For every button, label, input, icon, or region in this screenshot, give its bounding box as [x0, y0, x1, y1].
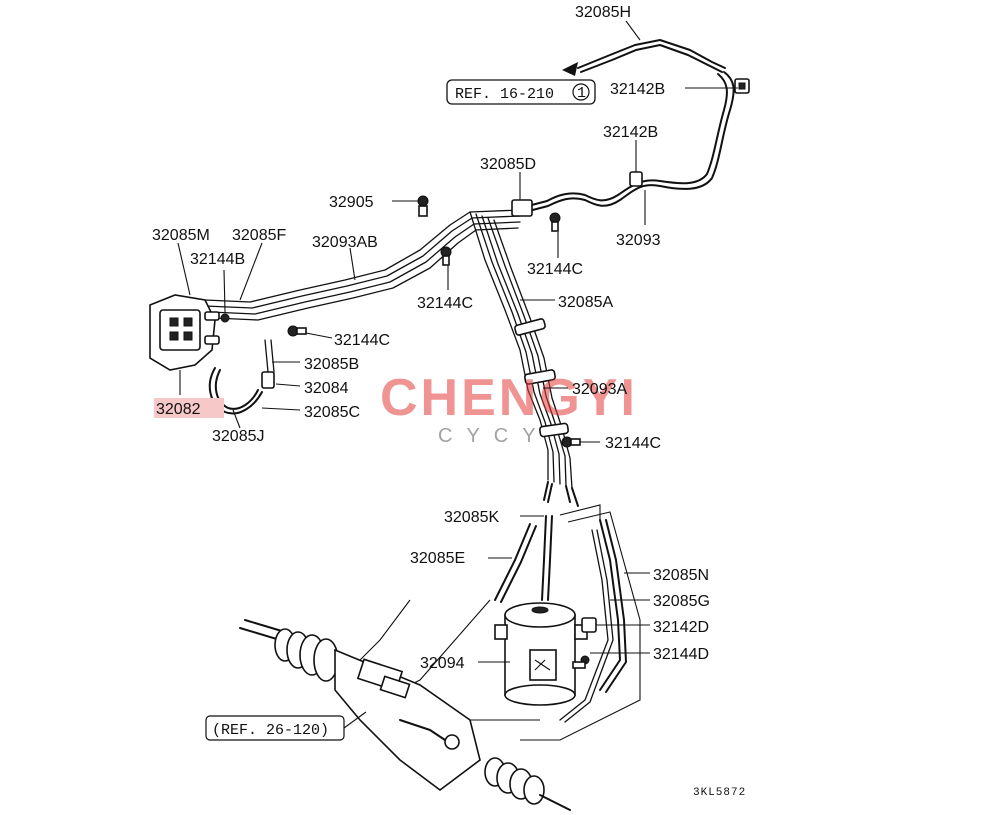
fitting-32084: [261, 371, 275, 389]
label-32905: 32905: [329, 194, 374, 211]
label-32093A: 32093A: [572, 381, 627, 398]
label-32085M: 32085M: [152, 227, 210, 244]
pipe-32085B: [264, 339, 275, 373]
hose-32085J: [208, 367, 263, 415]
pipe-bundle-32093AB: [204, 209, 521, 321]
clamp-32142D: [581, 617, 597, 633]
steering-rack: [239, 619, 571, 811]
label-32094: 32094: [420, 655, 465, 672]
label-32085C: 32085C: [304, 404, 360, 421]
label-32085A: 32085A: [558, 294, 613, 311]
ref-16-210-text: REF. 16-210: [455, 86, 554, 103]
bracket-32085D: [511, 199, 533, 217]
leader-lines: [177, 20, 738, 663]
bolt-32144C-upper-right: [549, 212, 561, 232]
clamp-32142B: [629, 171, 643, 187]
label-32084: 32084: [304, 380, 349, 397]
label-32085J: 32085J: [212, 428, 265, 445]
label-32142D: 32142D: [653, 619, 709, 636]
ref-26-120-text: (REF. 26-120): [212, 722, 329, 739]
label-32082-highlight: [154, 398, 224, 418]
hose-32085H: [562, 39, 726, 76]
hose-32093: [523, 71, 735, 213]
bolt-32144B: [220, 313, 230, 323]
hose-32085E: [494, 523, 537, 603]
bolt-32144C-bundle: [561, 436, 581, 448]
bolt-32905: [417, 195, 429, 217]
part-labels: 32085H 32142B 32142B 32085D 32905 32093 …: [152, 4, 710, 672]
ref-26-120-box: (REF. 26-120): [205, 711, 367, 741]
label-32085E: 32085E: [410, 550, 465, 567]
label-32144D: 32144D: [653, 646, 709, 663]
label-32085N: 32085N: [653, 567, 709, 584]
direction-arrow-icon: [562, 62, 578, 76]
connector-32142B-top: [734, 78, 750, 94]
label-32085D: 32085D: [480, 156, 536, 173]
reservoir-32094: [494, 602, 588, 706]
label-32142B-top: 32142B: [610, 81, 665, 98]
bolt-32144D: [572, 655, 590, 669]
label-32085G: 32085G: [653, 593, 710, 610]
rack-boot-left: [274, 628, 339, 682]
label-32142B: 32142B: [603, 124, 658, 141]
label-32144C-right: 32144C: [527, 261, 583, 278]
label-32144C-mid: 32144C: [417, 295, 473, 312]
ref-16-210-box: REF. 16-210 1: [446, 79, 596, 105]
bundle-ends: [543, 481, 579, 507]
label-32085K: 32085K: [444, 509, 499, 526]
watermark: CHENGYI CYCY: [380, 369, 638, 447]
label-32085F: 32085F: [232, 227, 286, 244]
hose-32085K: [541, 515, 553, 601]
bolt-32144C-left: [287, 325, 307, 337]
hose-32085N: [599, 519, 627, 693]
watermark-brand: CHENGYI: [380, 369, 638, 427]
label-32093: 32093: [616, 232, 661, 249]
drawing-code: 3KL5872: [693, 787, 746, 799]
label-32144B: 32144B: [190, 251, 245, 268]
rack-boot-right: [484, 757, 545, 805]
label-32082: 32082: [156, 401, 201, 418]
valve-block-32082: [149, 294, 220, 371]
pipe-32085G: [559, 529, 614, 723]
label-32085B: 32085B: [304, 356, 359, 373]
watermark-sub: CYCY: [438, 425, 550, 447]
bolt-32144C-mid: [440, 246, 452, 266]
ref-16-210-mark: 1: [577, 85, 586, 102]
label-32093AB: 32093AB: [312, 234, 378, 251]
label-32144C-lower: 32144C: [605, 435, 661, 452]
label-32144C-left: 32144C: [334, 332, 390, 349]
label-32085H: 32085H: [575, 4, 631, 21]
bundle-clip: [514, 318, 569, 438]
